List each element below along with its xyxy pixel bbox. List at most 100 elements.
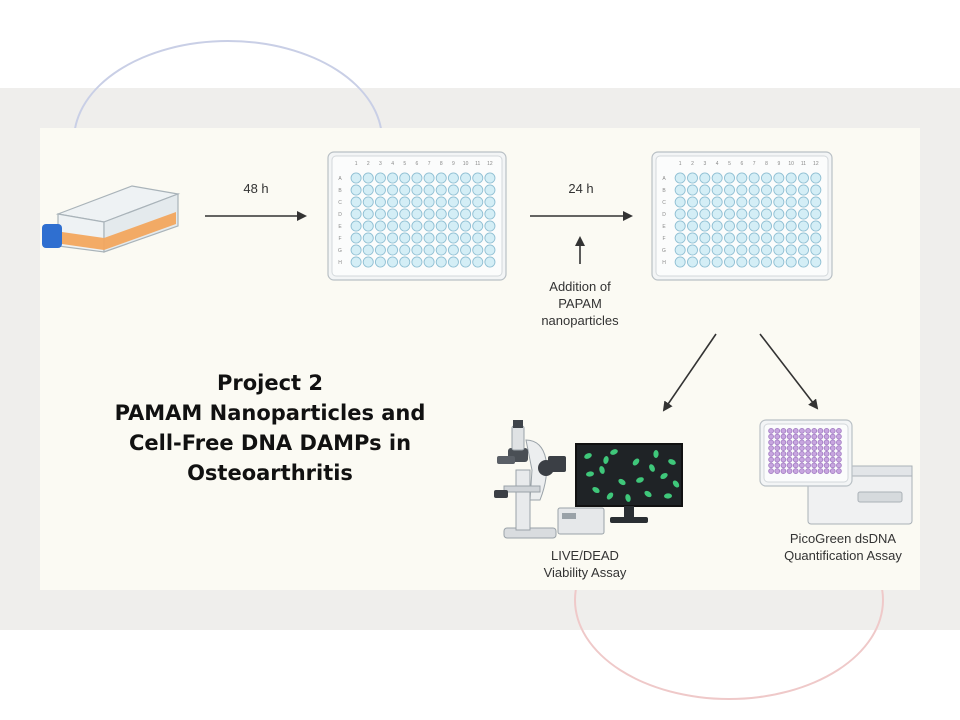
- plate-well: [799, 439, 805, 446]
- plate-row-label: H: [662, 260, 666, 266]
- plate-well: [817, 445, 824, 451]
- plate-well: [362, 232, 374, 244]
- plate-well: [350, 196, 362, 208]
- plate-well: [785, 196, 797, 208]
- plate-well: [774, 468, 781, 474]
- plate-well: [711, 172, 723, 184]
- plate-well: [411, 196, 423, 208]
- plate-well: [399, 208, 411, 220]
- fluorescent-cell: [603, 456, 609, 464]
- plate-column-label: 6: [416, 161, 419, 167]
- plate-well: [724, 220, 735, 232]
- plate-well: [736, 232, 748, 244]
- plate-row-label: C: [338, 200, 342, 206]
- plate-well: [774, 445, 781, 451]
- plate-column-label: 9: [777, 161, 780, 167]
- plate-well: [798, 172, 809, 184]
- plate-well: [780, 445, 787, 451]
- plate-column-label: 8: [440, 161, 443, 167]
- plate-well: [423, 256, 435, 268]
- plate-well: [687, 256, 698, 268]
- plate-well: [805, 439, 811, 446]
- live-dead-line-2: Viability Assay: [543, 565, 627, 580]
- plate-well: [674, 184, 686, 196]
- plate-well: [786, 456, 793, 463]
- title-line-4: Osteoarthritis: [187, 461, 353, 485]
- plate-well: [724, 196, 735, 208]
- plate-well: [724, 184, 735, 196]
- plate-well: [435, 172, 447, 184]
- plate-well: [687, 184, 698, 196]
- plate-well: [748, 172, 760, 184]
- plate-well: [711, 208, 723, 220]
- plate-row-label: D: [662, 212, 666, 218]
- fluorescent-cell: [632, 458, 640, 466]
- plate-well: [823, 445, 830, 451]
- plate-well: [811, 462, 818, 469]
- plate-well: [736, 208, 748, 220]
- plate-well: [748, 256, 760, 268]
- plate-well: [811, 439, 818, 446]
- plate-column-label: 11: [475, 161, 480, 167]
- plate-column-label: 1: [679, 161, 682, 167]
- arrow-to-live-dead: [662, 333, 717, 412]
- fluorescent-cell: [660, 472, 668, 480]
- plate-well: [423, 208, 435, 220]
- plate-well: [774, 462, 781, 469]
- project-title: Project 2 PAMAM Nanoparticles and Cell-F…: [60, 368, 480, 488]
- plate-well: [817, 468, 824, 474]
- cell-culture-flask-icon: [42, 185, 181, 253]
- plate-column-label: 2: [367, 161, 370, 167]
- plate-well: [748, 208, 760, 220]
- label-live-dead: LIVE/DEAD Viability Assay: [525, 547, 645, 581]
- plate-well: [823, 439, 830, 446]
- plate-well: [761, 232, 772, 244]
- plate-well: [817, 433, 824, 440]
- plate-well: [387, 208, 399, 220]
- plate-well: [768, 451, 774, 457]
- plate-well: [799, 433, 805, 440]
- plate-well: [774, 451, 781, 457]
- plate-well: [484, 208, 496, 220]
- plate-well: [792, 428, 799, 434]
- plate-well: [399, 232, 411, 244]
- plate-well: [387, 256, 399, 268]
- plate-well: [447, 208, 459, 220]
- plate-well: [387, 244, 399, 256]
- fluorescent-cell: [653, 450, 659, 458]
- plate-column-label: 2: [691, 161, 694, 167]
- plate-well: [785, 172, 797, 184]
- plate-well: [736, 244, 748, 256]
- plate-well: [811, 468, 818, 474]
- purple-well-plate-icon: [759, 419, 853, 487]
- plate-well: [792, 462, 799, 469]
- plate-well: [447, 172, 459, 184]
- plate-well: [411, 208, 423, 220]
- plate-well: [687, 196, 698, 208]
- plate-column-label: 10: [788, 161, 794, 167]
- plate-well: [350, 184, 362, 196]
- plate-well: [724, 172, 735, 184]
- plate-well: [761, 184, 772, 196]
- fluorescent-cell: [586, 471, 594, 477]
- plate-well: [472, 172, 484, 184]
- plate-well: [399, 184, 411, 196]
- plate-well: [785, 208, 797, 220]
- flask-cap-icon: [42, 224, 62, 248]
- plate-well: [761, 196, 772, 208]
- plate-well: [435, 256, 447, 268]
- plate-well: [811, 451, 818, 457]
- plate-well: [411, 256, 423, 268]
- label-48h: 48 h: [243, 181, 269, 196]
- plate-row-label: A: [338, 176, 342, 182]
- plate-well: [674, 256, 686, 268]
- plate-row-label: B: [662, 188, 666, 194]
- fluorescent-cell: [649, 464, 655, 472]
- plate-well: [810, 184, 822, 196]
- plate-well: [768, 433, 774, 440]
- plate-well: [805, 433, 811, 440]
- plate-well: [411, 232, 423, 244]
- plate-well: [805, 456, 811, 463]
- plate-well: [773, 256, 785, 268]
